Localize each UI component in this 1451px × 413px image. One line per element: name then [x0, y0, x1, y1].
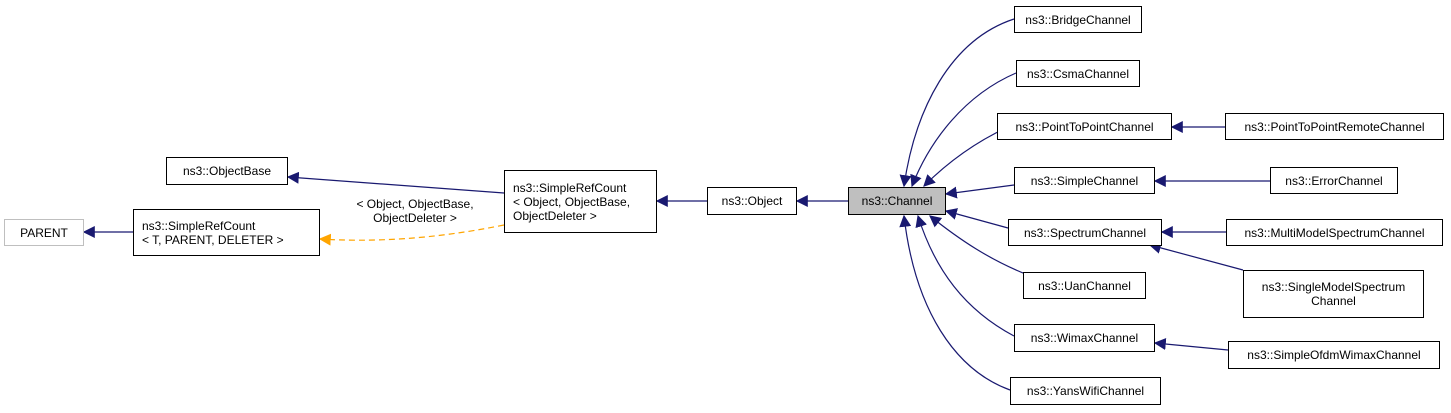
node-singlemodel-spectrum-channel[interactable]: ns3::SingleModelSpectrum Channel: [1243, 270, 1424, 318]
edge-spectrum-to-channel: [944, 208, 1009, 229]
edge-simpleofdm-to-wimax: [1153, 338, 1229, 351]
node-bridge-channel[interactable]: ns3::BridgeChannel: [1014, 6, 1142, 33]
node-objectbase[interactable]: ns3::ObjectBase: [166, 157, 288, 185]
node-error-channel-label: ns3::ErrorChannel: [1285, 173, 1383, 188]
node-channel-label: ns3::Channel: [861, 194, 933, 208]
node-error-channel[interactable]: ns3::ErrorChannel: [1270, 167, 1398, 194]
edge-simplerefcount-object-to-objectbase: [286, 171, 505, 194]
node-p2p-remote-channel-label: ns3::PointToPointRemoteChannel: [1244, 119, 1425, 134]
node-uan-channel-label: ns3::UanChannel: [1038, 278, 1131, 293]
node-parent-label: PARENT: [20, 225, 68, 240]
node-uan-channel[interactable]: ns3::UanChannel: [1023, 272, 1146, 299]
node-spectrum-channel-label: ns3::SpectrumChannel: [1023, 225, 1147, 240]
node-object[interactable]: ns3::Object: [707, 187, 797, 215]
node-wimax-channel[interactable]: ns3::WimaxChannel: [1014, 324, 1155, 352]
edge-template-instantiation: [318, 224, 505, 246]
node-simple-channel-label: ns3::SimpleChannel: [1030, 173, 1139, 188]
node-simplerefcount-template-label: ns3::SimpleRefCount < T, PARENT, DELETER…: [142, 218, 284, 247]
edge-p2p-to-channel: [923, 126, 1009, 187]
node-simpleofdm-wimax-channel[interactable]: ns3::SimpleOfdmWimaxChannel: [1228, 341, 1440, 369]
node-multimodel-spectrum-channel-label: ns3::MultiModelSpectrumChannel: [1244, 225, 1425, 240]
edge-singlemodel-to-spectrum: [1148, 242, 1244, 271]
node-bridge-channel-label: ns3::BridgeChannel: [1025, 12, 1131, 27]
edge-csma-to-channel: [910, 72, 1017, 188]
edge-simple-to-channel: [944, 184, 1015, 199]
node-yanswifi-channel-label: ns3::YansWifiChannel: [1026, 384, 1145, 398]
node-p2p-channel[interactable]: ns3::PointToPointChannel: [997, 113, 1172, 140]
edge-yanswifi-to-channel: [899, 214, 1011, 391]
node-csma-channel-label: ns3::CsmaChannel: [1026, 66, 1130, 81]
node-multimodel-spectrum-channel[interactable]: ns3::MultiModelSpectrumChannel: [1226, 219, 1443, 246]
node-spectrum-channel[interactable]: ns3::SpectrumChannel: [1008, 219, 1162, 246]
edge-wimax-to-channel: [915, 214, 1015, 337]
edge-bridge-to-channel: [899, 18, 1015, 188]
node-csma-channel[interactable]: ns3::CsmaChannel: [1016, 60, 1140, 87]
node-object-label: ns3::Object: [721, 194, 783, 208]
edge-uan-to-channel: [929, 215, 1029, 276]
node-singlemodel-spectrum-channel-label: ns3::SingleModelSpectrum Channel: [1261, 280, 1406, 308]
node-simplerefcount-object-label: ns3::SimpleRefCount < Object, ObjectBase…: [513, 180, 631, 223]
node-simpleofdm-wimax-channel-label: ns3::SimpleOfdmWimaxChannel: [1247, 348, 1421, 362]
node-simple-channel[interactable]: ns3::SimpleChannel: [1014, 167, 1155, 194]
node-p2p-remote-channel[interactable]: ns3::PointToPointRemoteChannel: [1225, 113, 1444, 140]
node-channel: ns3::Channel: [848, 187, 946, 215]
node-p2p-channel-label: ns3::PointToPointChannel: [1015, 119, 1154, 134]
node-simplerefcount-object[interactable]: ns3::SimpleRefCount < Object, ObjectBase…: [504, 170, 657, 233]
node-parent: PARENT: [4, 219, 84, 246]
node-wimax-channel-label: ns3::WimaxChannel: [1030, 331, 1139, 345]
node-yanswifi-channel[interactable]: ns3::YansWifiChannel: [1010, 377, 1161, 405]
node-objectbase-label: ns3::ObjectBase: [182, 164, 272, 178]
template-arguments-label: < Object, ObjectBase, ObjectDeleter >: [356, 197, 474, 225]
node-simplerefcount-template[interactable]: ns3::SimpleRefCount < T, PARENT, DELETER…: [133, 209, 320, 256]
